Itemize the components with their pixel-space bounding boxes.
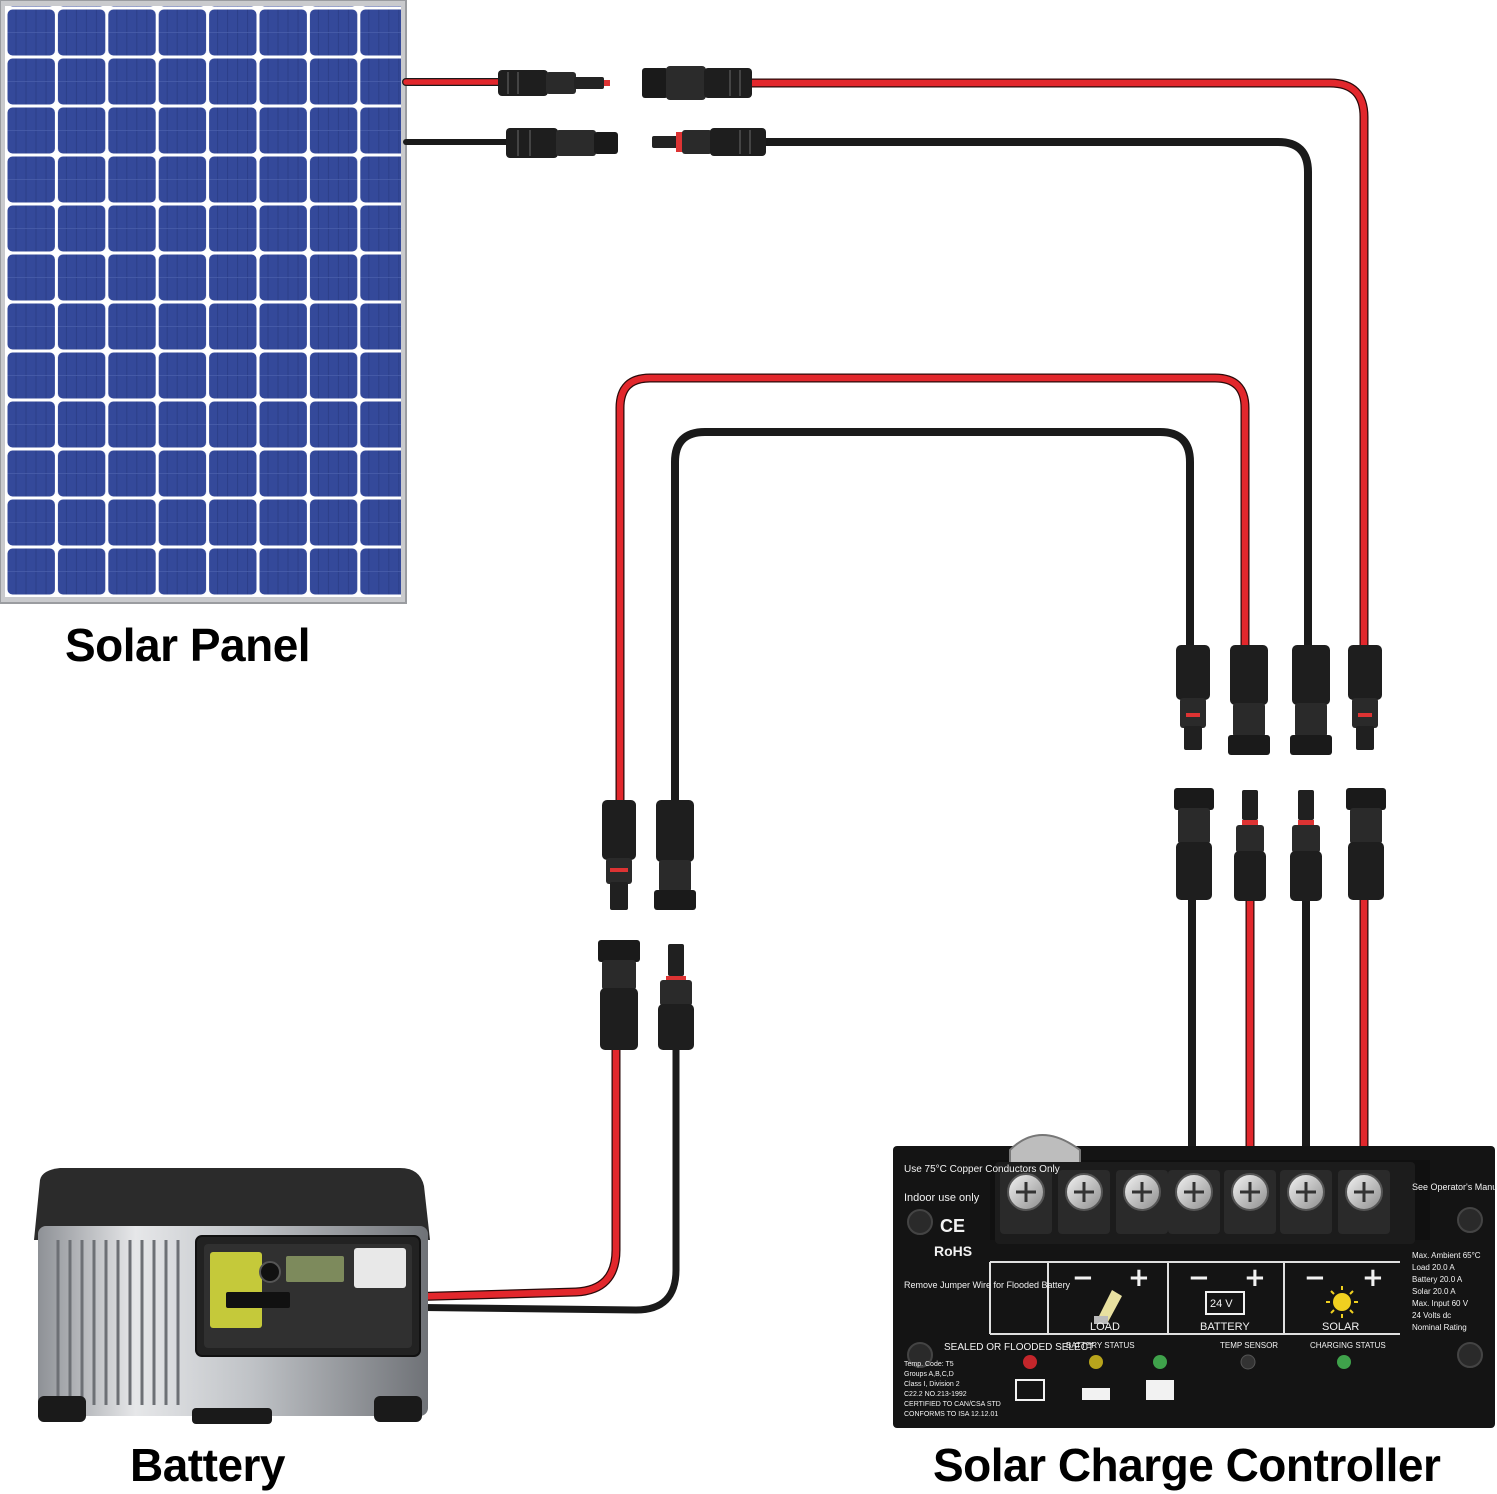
led-red-icon — [1023, 1355, 1037, 1369]
battery-label: BATTERY — [1200, 1321, 1250, 1333]
mc4-connector-upper-4 — [1348, 645, 1382, 750]
solar-panel — [0, 0, 407, 604]
battery-symbol-icon — [1205, 1291, 1245, 1315]
indoor-note: Indoor use only — [904, 1192, 980, 1204]
led-charge-icon — [1337, 1355, 1351, 1369]
rating-line-1: Nominal Rating — [1412, 1323, 1467, 1332]
ce-mark: CE — [940, 1216, 965, 1236]
led-temp-icon — [1240, 1354, 1256, 1370]
cert-line-2: CERTIFIED TO CAN/CSA STD — [904, 1401, 1001, 1408]
jumper-note: Remove Jumper Wire for Flooded Battery — [904, 1280, 1071, 1290]
svg-text:−: − — [1072, 1263, 1094, 1293]
mc4-connector-lower-4 — [1346, 788, 1386, 900]
battery-caption: Battery — [130, 1439, 286, 1491]
led-yellow-icon — [1089, 1355, 1103, 1369]
mc4-connector-top-right-2 — [652, 128, 766, 156]
cert-line-5: Groups A,B,C,D — [904, 1371, 954, 1378]
cert-line-3: C22.2 NO.213-1992 — [904, 1391, 967, 1398]
mc4-connector-top-left-1 — [498, 70, 610, 96]
solar-charge-controller: − + − + − + — [893, 1134, 1497, 1428]
charging-status-label: CHARGING STATUS — [1310, 1341, 1386, 1350]
battery-black-lead — [296, 1046, 680, 1314]
svg-text:−: − — [1188, 1263, 1210, 1293]
rohs-mark: RoHS — [934, 1243, 972, 1259]
rating-line-2: 24 Volts dc — [1412, 1311, 1451, 1320]
mc4-connector-top-right-1 — [642, 66, 752, 100]
load-label: LOAD — [1090, 1321, 1120, 1333]
svg-text:+: + — [1362, 1263, 1384, 1293]
rating-line-6: Load 20.0 A — [1412, 1263, 1455, 1272]
mc4-connector-upper-2 — [1228, 645, 1270, 755]
svg-text:−: − — [1304, 1263, 1326, 1293]
rating-line-5: Battery 20.0 A — [1412, 1275, 1463, 1284]
red-battery-cable — [615, 373, 1250, 805]
battery-status-empty-icon — [1015, 1379, 1045, 1401]
black-extension-cable — [760, 138, 1312, 652]
mc4-connectors-controller-lower — [1174, 788, 1386, 901]
mount-screw-tl — [907, 1209, 933, 1235]
mc4-connector-battery-upper-black — [654, 800, 696, 910]
svg-text:+: + — [1128, 1263, 1150, 1293]
mc4-connector-lower-1 — [1174, 788, 1214, 900]
rating-line-7: Max. Ambient 65°C — [1412, 1251, 1481, 1260]
solar-panel-caption: Solar Panel — [65, 619, 311, 671]
rating-line-4: Solar 20.0 A — [1412, 1287, 1456, 1296]
mc4-connectors-top — [498, 66, 766, 158]
mc4-connector-upper-1 — [1176, 645, 1210, 750]
mc4-connector-top-left-2 — [506, 128, 618, 158]
battery-status-full-icon — [1146, 1380, 1174, 1400]
svg-text:+: + — [1244, 1263, 1266, 1293]
wires — [295, 78, 1369, 1314]
controller-caption: Solar Charge Controller — [933, 1439, 1441, 1491]
select-label: SEALED OR FLOODED SELECT — [944, 1342, 1094, 1353]
battery-status-label: BATTERY STATUS — [1066, 1341, 1135, 1350]
cert-line-1: CONFORMS TO ISA 12.12.01 — [904, 1411, 998, 1418]
mc4-connector-lower-2 — [1234, 790, 1266, 901]
mount-screw-tr — [1457, 1207, 1483, 1233]
battery-unit — [34, 1168, 430, 1424]
mc4-connector-lower-3 — [1290, 790, 1322, 901]
cert-line-6: Temp. Code: T5 — [904, 1361, 954, 1368]
mc4-connectors-controller-upper — [1176, 645, 1382, 755]
sun-icon — [1326, 1286, 1358, 1318]
led-green-icon — [1153, 1355, 1167, 1369]
operator-note: See Operator's Manual — [1412, 1182, 1497, 1192]
mc4-connector-upper-3 — [1290, 645, 1332, 755]
mount-screw-bl — [907, 1342, 933, 1368]
red-extension-cable — [745, 78, 1369, 653]
mc4-connector-battery-lower-black — [658, 944, 694, 1050]
mount-screw-br — [1457, 1342, 1483, 1368]
bulb-icon — [1094, 1290, 1122, 1324]
mc4-connector-battery-upper-red — [602, 800, 636, 910]
terminal-block — [995, 1162, 1415, 1244]
mc4-connector-battery-lower-red — [598, 940, 640, 1050]
voltage-label: 24 V — [1210, 1298, 1233, 1310]
black-battery-cable — [671, 428, 1194, 804]
solar-label: SOLAR — [1322, 1321, 1359, 1333]
rating-line-3: Max. Input 60 V — [1412, 1299, 1469, 1308]
cert-line-4: Class I, Division 2 — [904, 1381, 960, 1388]
copper-note: Use 75°C Copper Conductors Only — [904, 1164, 1060, 1175]
temp-sensor-label: TEMP SENSOR — [1220, 1341, 1278, 1350]
mc4-connectors-battery — [598, 800, 696, 1050]
